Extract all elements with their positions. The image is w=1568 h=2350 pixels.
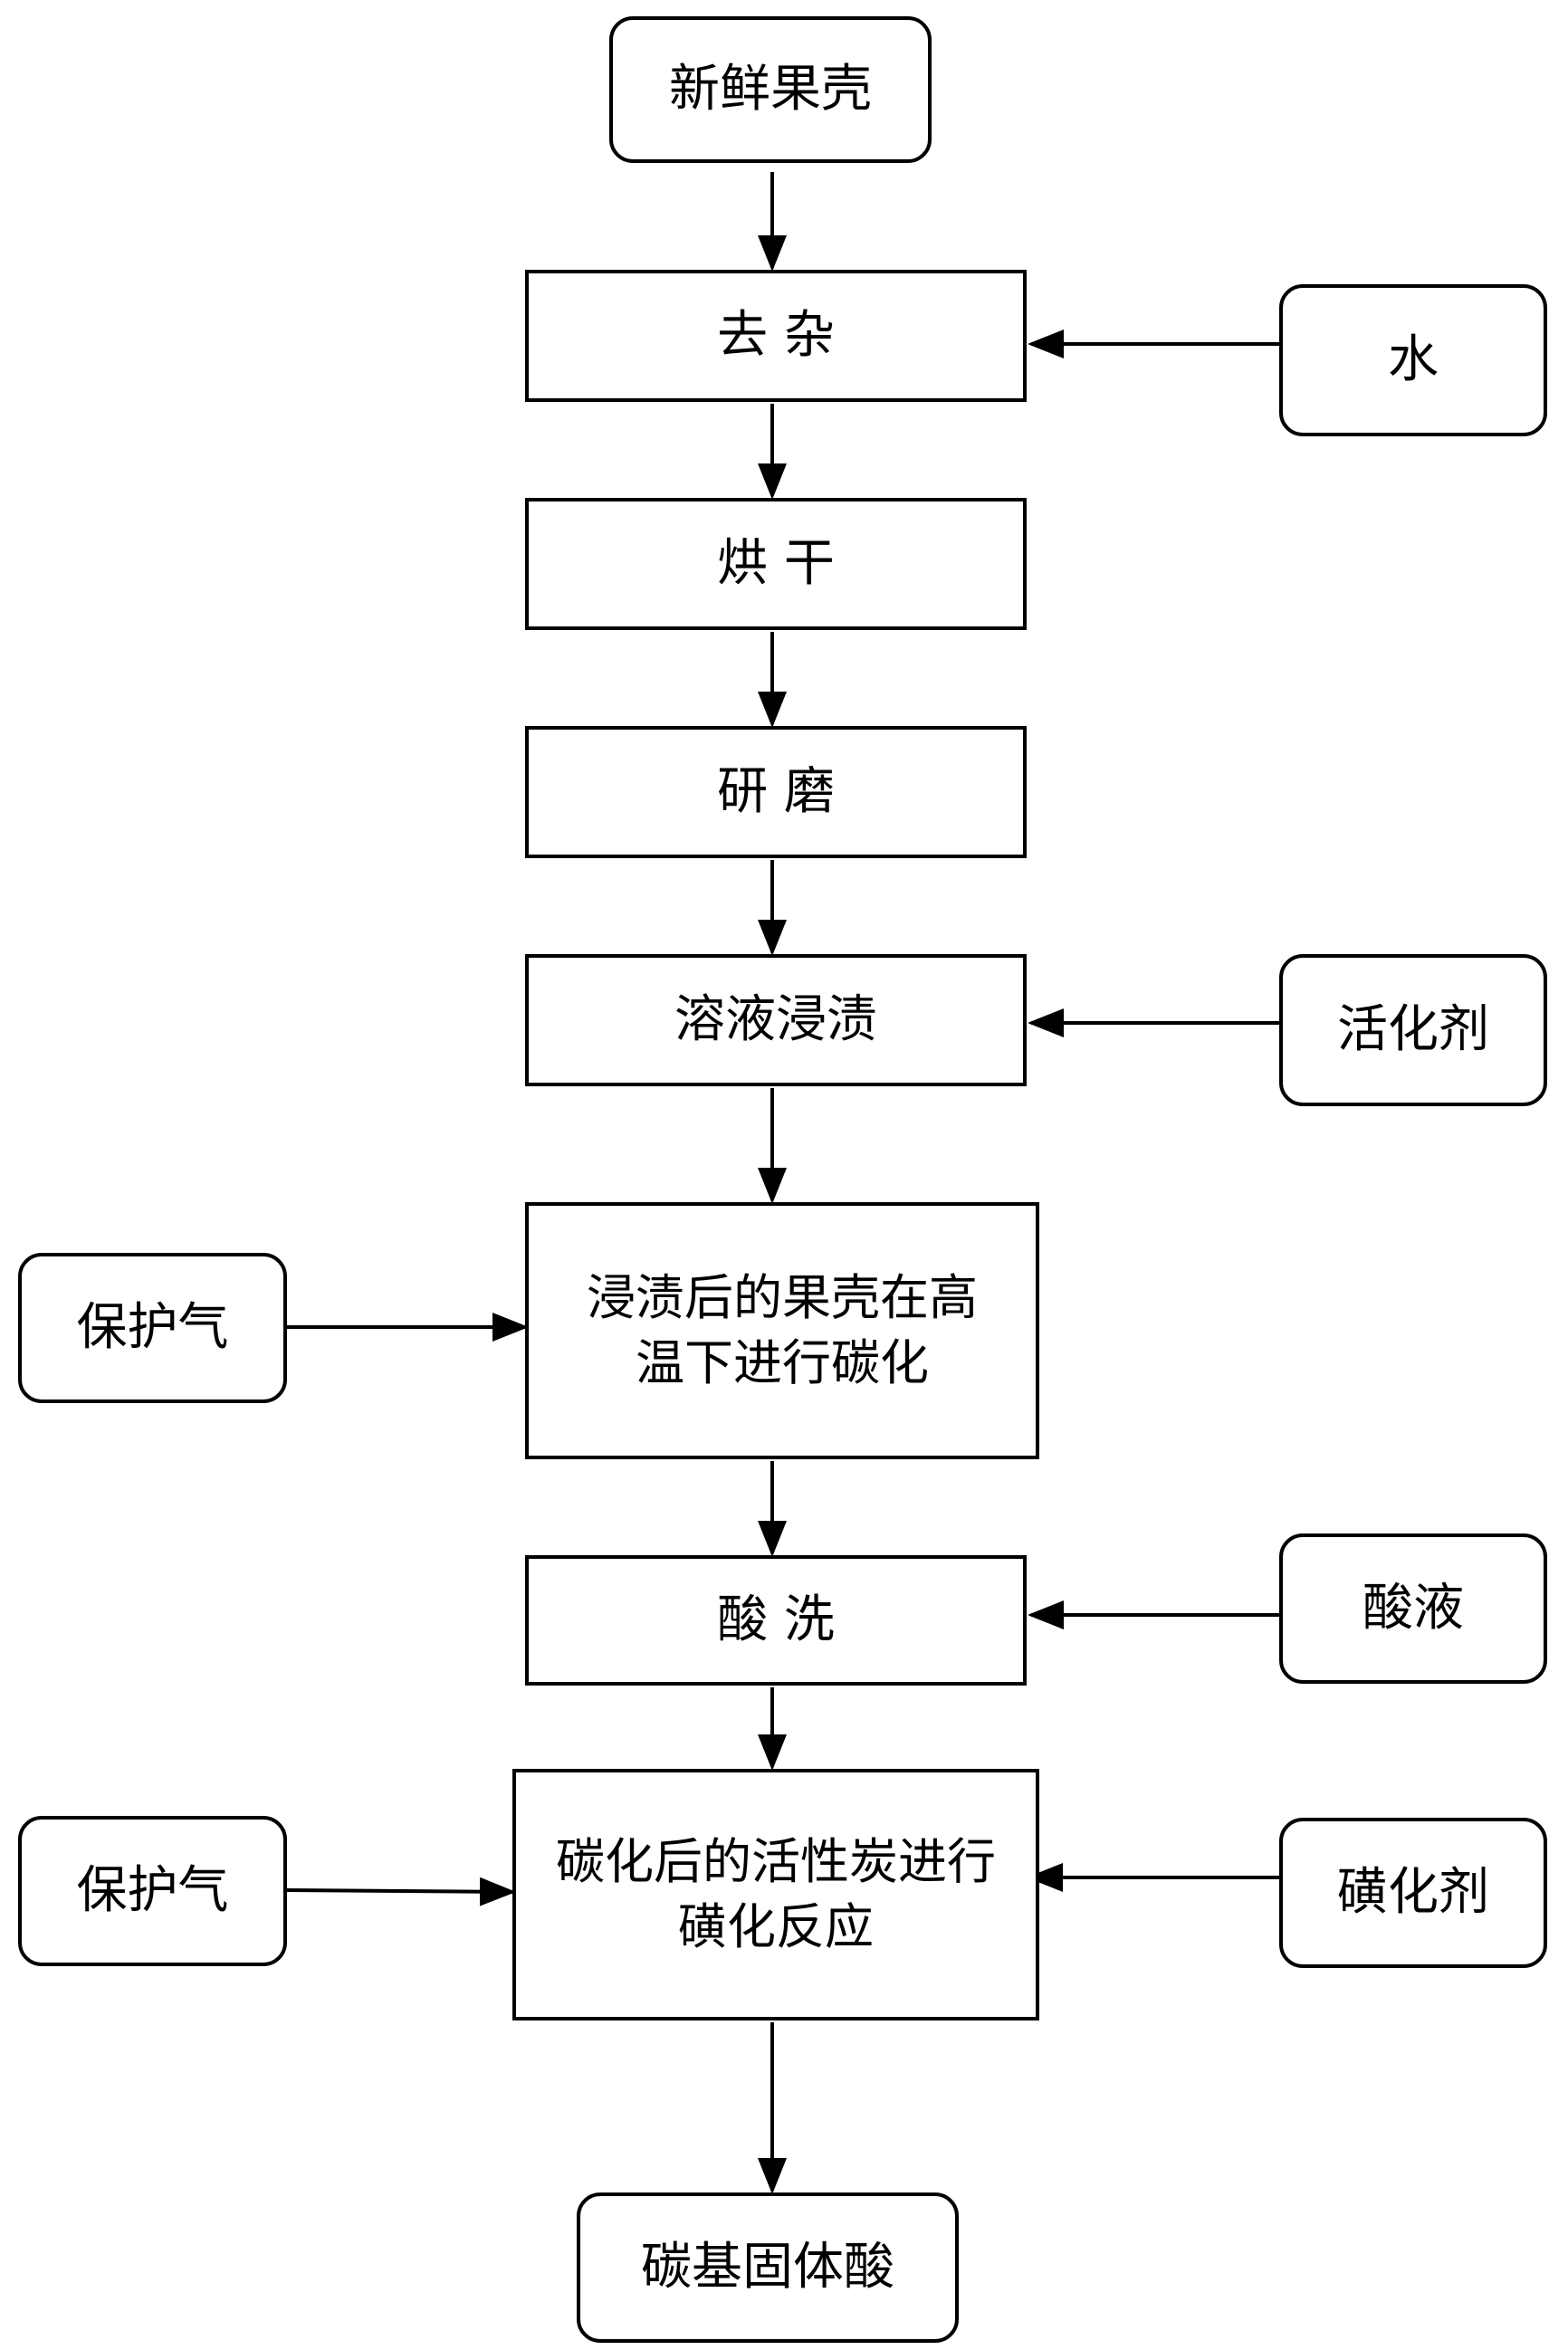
- acid-wash-step: 酸 洗: [525, 1555, 1027, 1686]
- protect-gas-input-node-1: 保护气: [18, 1253, 287, 1403]
- carbonize-step: 浸渍后的果壳在高温下进行碳化: [525, 1202, 1039, 1459]
- sulfonate-step: 碳化后的活性炭进行磺化反应: [512, 1769, 1039, 2020]
- product-node: 碳基固体酸: [577, 2192, 959, 2343]
- decontaminate-step: 去 杂: [525, 270, 1027, 402]
- protect-gas-input-node-2: 保护气: [18, 1816, 287, 1966]
- acid-liquid-input-node: 酸液: [1279, 1533, 1547, 1684]
- impregnate-step: 溶液浸渍: [525, 954, 1027, 1086]
- water-input-node: 水: [1279, 284, 1547, 436]
- sulfonating-agent-input-node: 磺化剂: [1279, 1818, 1547, 1968]
- arrow-gas2-to-sulfonate: [286, 1877, 516, 1906]
- activator-input-node: 活化剂: [1279, 954, 1547, 1106]
- dry-step: 烘 干: [525, 498, 1027, 630]
- grind-step: 研 磨: [525, 726, 1027, 858]
- start-node: 新鲜果壳: [609, 16, 932, 163]
